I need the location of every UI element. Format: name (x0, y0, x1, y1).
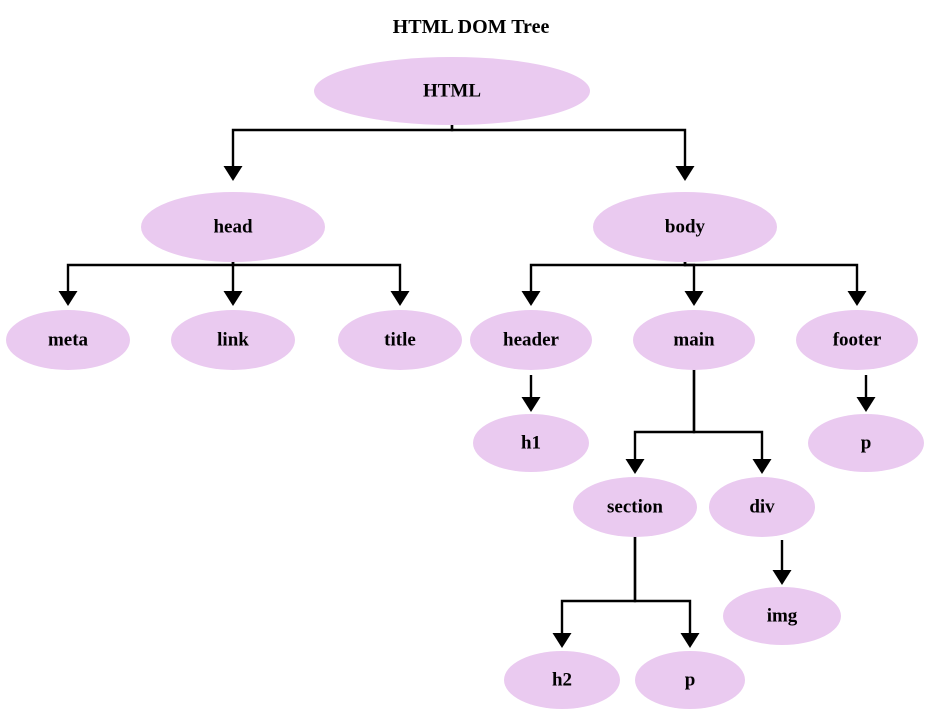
node-header[interactable]: header (470, 310, 592, 370)
node-ellipse-h2[interactable] (504, 651, 620, 709)
edge-arrowhead (521, 291, 541, 306)
edge-arrowhead (223, 166, 243, 181)
node-label-title: title (384, 329, 416, 350)
edge-arrowhead (684, 291, 704, 306)
node-label-h2: h2 (552, 669, 572, 690)
edge-header-to-h1 (521, 375, 541, 412)
node-body[interactable]: body (593, 192, 777, 262)
edge-body-to-footer (683, 260, 867, 306)
edge-path (692, 368, 764, 460)
node-label-section: section (607, 496, 663, 517)
node-label-h1: h1 (521, 432, 541, 453)
node-label-main: main (673, 329, 715, 350)
node-label-html: HTML (423, 80, 481, 101)
edge-path (529, 260, 687, 292)
node-div[interactable]: div (709, 477, 815, 537)
node-label-head: head (213, 216, 253, 237)
node-ellipse-title[interactable] (338, 310, 462, 370)
node-label-link: link (217, 329, 249, 350)
edge-arrowhead (675, 166, 695, 181)
node-p-sec[interactable]: p (635, 651, 745, 709)
node-p-footer[interactable]: p (808, 414, 924, 472)
node-ellipse-meta[interactable] (6, 310, 130, 370)
node-ellipse-link[interactable] (171, 310, 295, 370)
edge-path (231, 260, 402, 292)
node-footer[interactable]: footer (796, 310, 918, 370)
edge-section-to-h2 (552, 535, 637, 648)
node-ellipse-header[interactable] (470, 310, 592, 370)
edge-arrowhead (847, 291, 867, 306)
node-label-header: header (503, 329, 560, 350)
node-ellipse-html[interactable] (314, 57, 590, 125)
edge-main-to-section (625, 368, 696, 474)
node-meta[interactable]: meta (6, 310, 130, 370)
nodes-layer: HTML head body meta link title header main foote… (6, 57, 924, 709)
edge-div-to-img (772, 540, 792, 585)
node-ellipse-head[interactable] (141, 192, 325, 262)
edge-body-to-main (683, 260, 704, 306)
edge-html-to-body (450, 123, 695, 181)
edge-arrowhead (625, 459, 645, 474)
edge-path (560, 535, 637, 634)
node-label-div: div (749, 496, 775, 517)
edge-path (66, 260, 235, 292)
edge-html-to-head (223, 123, 454, 181)
node-label-img: img (767, 605, 798, 626)
node-title[interactable]: title (338, 310, 462, 370)
node-ellipse-img[interactable] (723, 587, 841, 645)
node-link[interactable]: link (171, 310, 295, 370)
edge-body-to-header (521, 260, 687, 306)
node-ellipse-p-sec[interactable] (635, 651, 745, 709)
edge-arrowhead (552, 633, 572, 648)
edge-path (633, 368, 696, 460)
node-label-meta: meta (48, 329, 89, 350)
edge-arrowhead (390, 291, 410, 306)
node-ellipse-div[interactable] (709, 477, 815, 537)
node-section[interactable]: section (573, 477, 697, 537)
edge-main-to-div (692, 368, 772, 474)
edge-arrowhead (856, 397, 876, 412)
node-ellipse-footer[interactable] (796, 310, 918, 370)
edge-footer-to-p-footer (856, 375, 876, 412)
node-head[interactable]: head (141, 192, 325, 262)
node-html[interactable]: HTML (314, 57, 590, 125)
edge-path (683, 260, 859, 292)
node-label-p-sec: p (685, 669, 696, 690)
page-title: HTML DOM Tree (393, 16, 550, 38)
edge-path (450, 123, 687, 167)
edge-arrowhead (772, 570, 792, 585)
node-ellipse-section[interactable] (573, 477, 697, 537)
node-label-p-footer: p (861, 432, 872, 453)
node-ellipse-p-footer[interactable] (808, 414, 924, 472)
edge-section-to-p-sec (633, 535, 700, 648)
edge-arrowhead (752, 459, 772, 474)
edge-arrowhead (521, 397, 541, 412)
node-ellipse-main[interactable] (633, 310, 755, 370)
edges-layer (58, 123, 876, 648)
node-main[interactable]: main (633, 310, 755, 370)
node-ellipse-body[interactable] (593, 192, 777, 262)
edge-arrowhead (58, 291, 78, 306)
node-img[interactable]: img (723, 587, 841, 645)
edge-arrowhead (680, 633, 700, 648)
edge-head-to-title (231, 260, 410, 306)
node-h1[interactable]: h1 (473, 414, 589, 472)
node-label-body: body (665, 216, 706, 237)
node-ellipse-h1[interactable] (473, 414, 589, 472)
node-h2[interactable]: h2 (504, 651, 620, 709)
edge-head-to-meta (58, 260, 235, 306)
edge-path (633, 535, 692, 634)
edge-path (231, 123, 454, 167)
edge-head-to-link (223, 260, 243, 306)
edge-arrowhead (223, 291, 243, 306)
node-label-footer: footer (833, 329, 882, 350)
